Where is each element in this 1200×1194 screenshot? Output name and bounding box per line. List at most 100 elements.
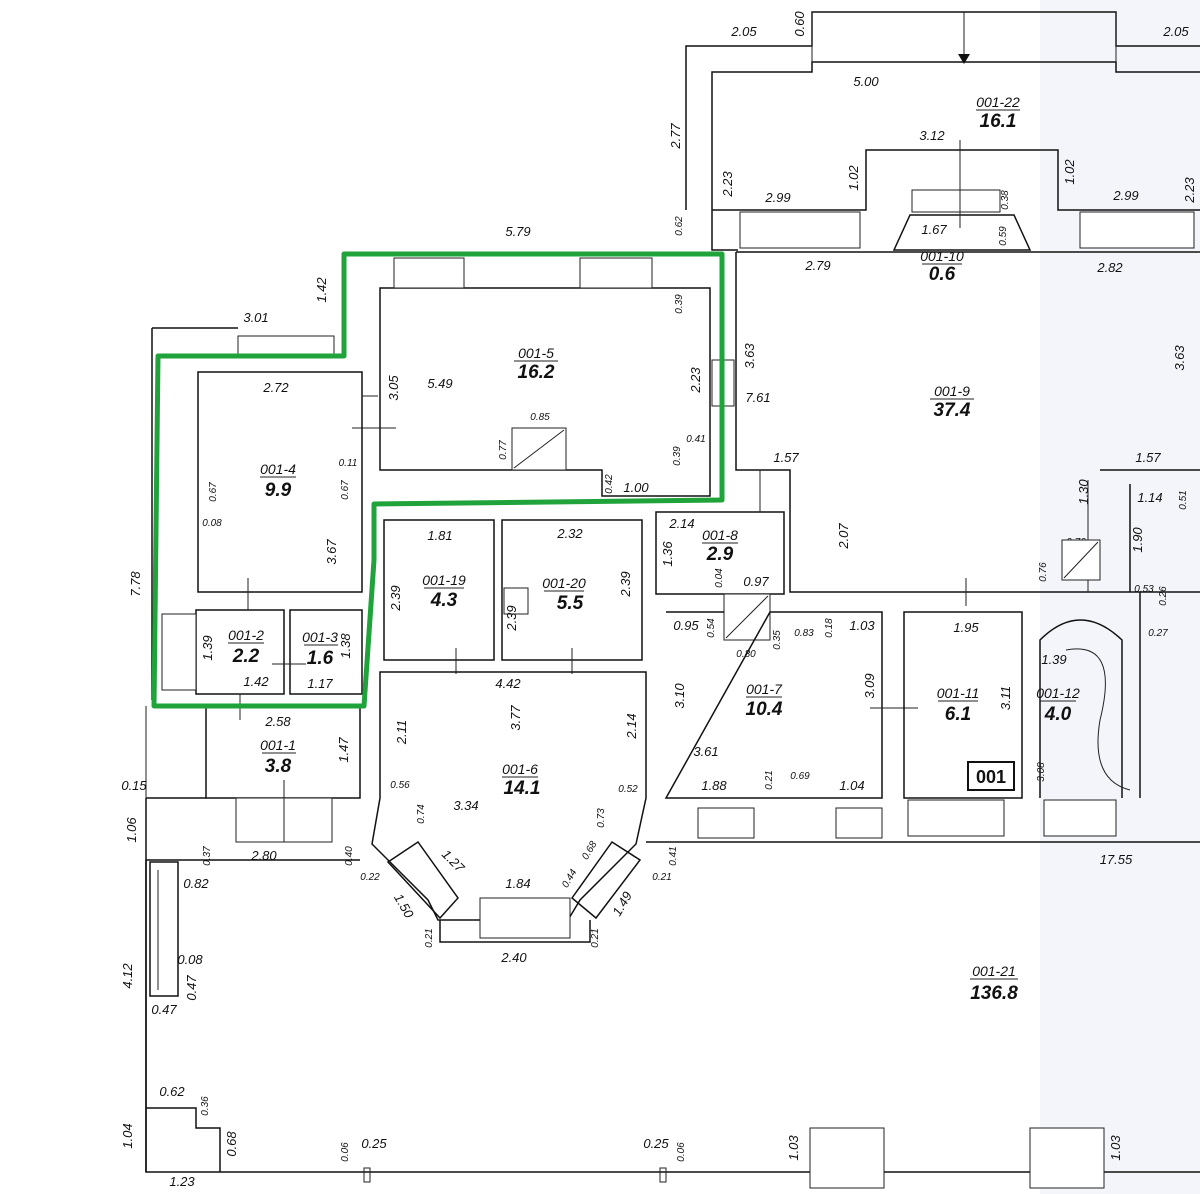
svg-text:001-11: 001-11 [937,685,980,701]
dimension-label: 1.03 [786,1135,801,1161]
unit-label-box: 001 [967,761,1015,791]
svg-text:001-2: 001-2 [228,627,264,643]
dimension-label: 7.61 [745,390,770,405]
svg-text:4.0: 4.0 [1044,704,1072,725]
dimension-label: 5.00 [853,74,879,89]
dimension-label: 3.08 [1036,762,1047,782]
dimension-label: 0.60 [792,11,807,37]
dimension-label: 3.67 [324,539,339,565]
dimension-label: 0.15 [121,778,147,793]
dimension-label: 1.39 [200,635,215,660]
dimension-label: 0.80 [736,649,756,660]
dimension-label: 0.38 [1000,190,1011,210]
svg-text:6.1: 6.1 [945,704,971,725]
room-001-12: 001-12 4.0 [1036,685,1080,725]
dimension-label: 0.06 [340,1142,351,1162]
svg-text:2.9: 2.9 [706,544,734,565]
dimension-label: 0.35 [772,630,783,650]
dimension-label: 0.83 [794,628,814,639]
svg-text:10.4: 10.4 [746,699,783,720]
svg-text:001-5: 001-5 [518,345,554,361]
dimension-label: 3.63 [1172,345,1187,371]
dimension-label: 3.05 [386,375,401,401]
svg-text:001-8: 001-8 [702,527,738,543]
dimension-label: 3.11 [998,686,1013,710]
svg-text:37.4: 37.4 [934,400,971,421]
dimension-label: 3.01 [243,310,268,325]
dimension-label: 1.95 [953,620,979,635]
dimension-label: 0.47 [151,1002,177,1017]
svg-text:14.1: 14.1 [504,778,541,799]
dimension-label: 1.67 [921,222,947,237]
svg-text:1.6: 1.6 [307,648,334,669]
dimension-label: 1.02 [1062,159,1077,185]
dimension-label: 1.17 [307,676,333,691]
svg-text:001-7: 001-7 [746,681,783,697]
dimension-label: 0.95 [673,618,699,633]
svg-text:001-20: 001-20 [542,575,586,591]
room-001-6: 001-6 14.1 [502,761,540,799]
dimension-label: 0.08 [202,518,222,529]
dimension-label: 0.06 [676,1142,687,1162]
room-001-11: 001-11 6.1 [937,685,980,725]
dimension-label: 2.77 [668,123,683,150]
svg-text:16.1: 16.1 [980,111,1017,132]
dimension-label: 2.07 [836,523,851,550]
dimension-label: 3.09 [862,673,877,698]
svg-text:001-6: 001-6 [502,761,538,777]
svg-text:2.2: 2.2 [232,646,260,667]
dimension-label: 0.67 [340,480,351,500]
svg-text:001-9: 001-9 [934,383,970,399]
dimension-label: 2.32 [556,526,583,541]
dimension-label: 1.03 [849,618,875,633]
dimension-label: 0.59 [998,226,1009,246]
dimension-label: 0.77 [498,440,509,460]
dimension-label: 1.47 [336,737,351,763]
dimension-label: 0.73 [596,808,607,828]
dimension-label: 1.30 [1076,479,1091,505]
dimension-label: 0.69 [790,771,810,782]
dimension-label: 0.11 [339,458,358,469]
dimension-label: 0.68 [224,1131,239,1157]
dimension-label: 0.21 [764,770,775,789]
dimension-label: 0.54 [706,618,717,638]
dimension-label: 2.58 [264,714,291,729]
dimension-label: 1.14 [1137,490,1162,505]
dimension-label: 0.04 [714,568,725,588]
dimension-label: 0.39 [674,294,685,314]
dimension-label: 3.34 [453,798,478,813]
dimension-label: 1.23 [169,1174,195,1189]
dimension-label: 1.39 [1041,652,1066,667]
dimension-label: 0.37 [202,846,213,866]
dimension-label: 2.39 [504,605,519,631]
svg-text:4.3: 4.3 [430,590,458,611]
dimension-label: 2.23 [688,367,703,394]
dimension-label: 1.06 [124,817,139,843]
dimension-label: 0.74 [416,804,427,824]
room-001-9: 001-9 37.4 [930,383,974,421]
dimension-label: 5.49 [427,376,452,391]
selected-area-outline [151,251,725,709]
dimension-label: 1.38 [338,633,353,659]
svg-text:136.8: 136.8 [970,983,1018,1004]
svg-text:001-4: 001-4 [260,461,296,477]
dimension-label: 0.82 [183,876,209,891]
dimension-label: 1.81 [427,528,452,543]
room-001-19: 001-19 4.3 [422,572,466,611]
dimension-label: 0.47 [184,975,199,1001]
svg-text:001-3: 001-3 [302,629,338,645]
dimension-label: 2.11 [394,720,409,745]
svg-text:001-10: 001-10 [920,248,964,264]
dimension-label: 0.18 [824,618,835,638]
svg-text:001-1: 001-1 [260,737,296,753]
dimension-label: 1.57 [1135,450,1161,465]
dimension-label: 17.55 [1100,852,1133,867]
dimension-label: 0.76 [1038,562,1049,582]
dimension-label: 0.62 [159,1084,185,1099]
dimension-label: 1.88 [701,778,727,793]
dimension-label: 0.21 [590,928,601,947]
dimension-label: 0.62 [674,216,685,236]
room-001-22: 001-22 16.1 [976,94,1020,132]
room-001-2: 001-2 2.2 [228,627,264,667]
dimension-label: 2.39 [388,585,403,611]
